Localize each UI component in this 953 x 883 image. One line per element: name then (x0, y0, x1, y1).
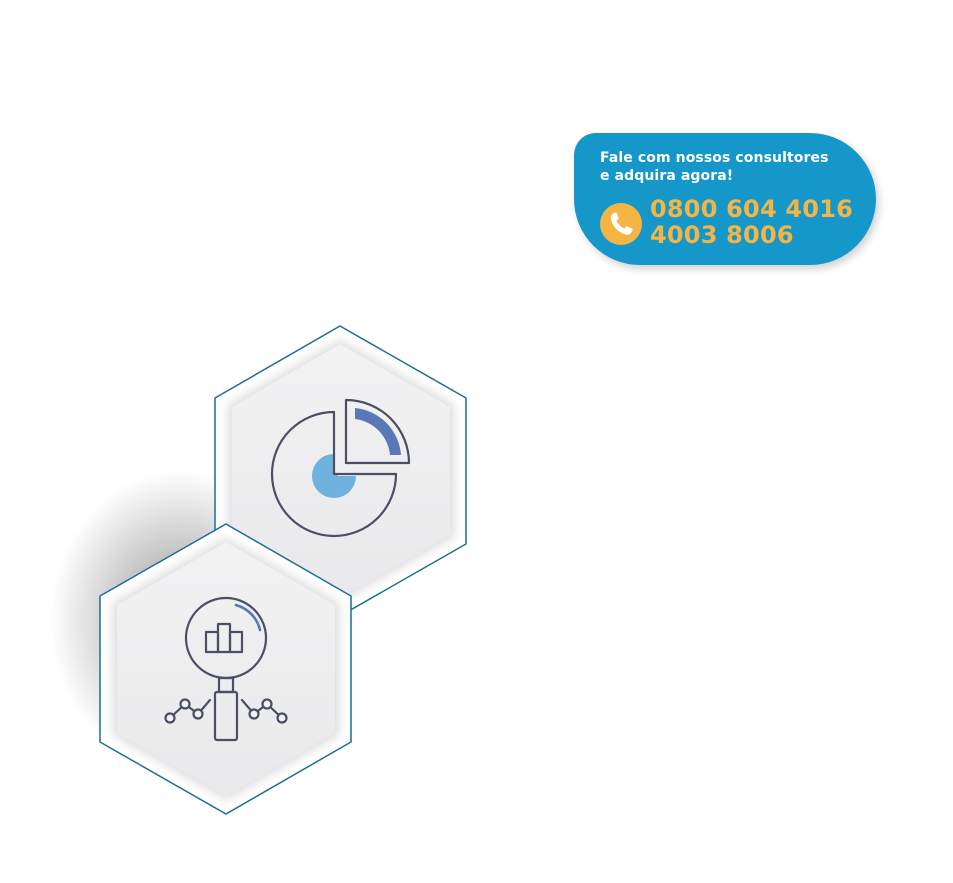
pie-chart-icon (270, 398, 411, 538)
contact-banner[interactable]: Fale com nossos consultores e adquira ag… (574, 133, 876, 265)
phone-number-4003[interactable]: 4003 8006 (650, 221, 794, 249)
contact-text-line2: e adquira agora! (600, 168, 734, 184)
bottom-hexagon (99, 523, 352, 815)
phone-number-0800[interactable]: 0800 604 4016 (650, 195, 854, 223)
top-hexagon (214, 325, 467, 617)
contact-text-line1: Fale com nossos consultores (600, 150, 829, 166)
phone-icon (600, 203, 642, 245)
magnifier-bar-chart-icon (164, 596, 288, 742)
